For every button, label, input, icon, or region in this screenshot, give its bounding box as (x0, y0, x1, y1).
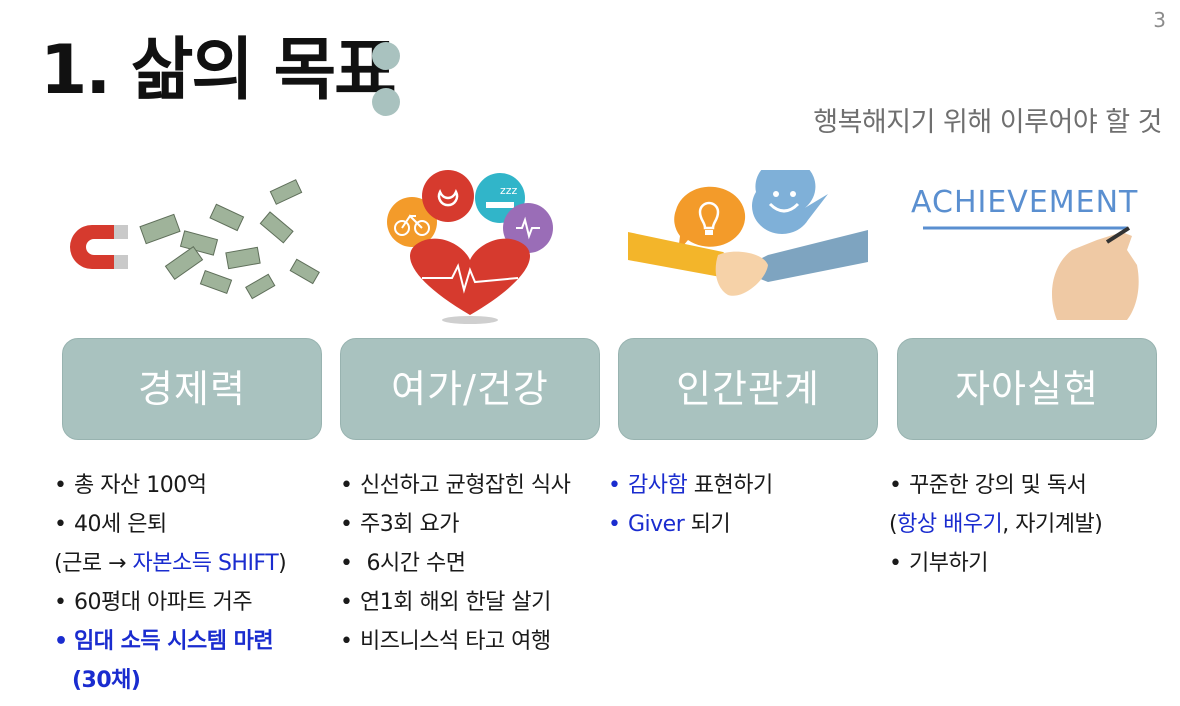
list-item: (근로 → 자본소득 SHIFT) (54, 551, 287, 576)
writing-hand-icon: ACHIEVEMENT (911, 185, 1139, 320)
dot-top (372, 42, 400, 70)
bullet-list-self-actualization: •꾸준한 강의 및 독서 (항상 배우기, 자기계발) •기부하기 (889, 466, 1157, 583)
speech-bubble-icon (674, 186, 746, 252)
bullet-list-relationships: •감사함 표현하기 •Giver 되기 (608, 466, 878, 544)
slide-subtitle: 행복해지기 위해 이루어야 할 것 (813, 107, 1162, 138)
category-box-economy: 경제력 (62, 338, 322, 440)
list-item: •60평대 아파트 거주 (54, 590, 253, 615)
list-item: •Giver 되기 (608, 512, 731, 537)
list-item: •40세 은퇴 (54, 512, 167, 537)
column-leisure-health: zzz 여가/건강 •신선하고 균형잡힌 식사 •주3회 요가 • 6시간 수면… (340, 170, 600, 661)
money-magnet-illustration (62, 170, 322, 325)
dot-bottom (372, 88, 400, 116)
svg-text:zzz: zzz (500, 184, 518, 197)
column-economy: 경제력 •총 자산 100억 •40세 은퇴 (근로 → 자본소득 SHIFT)… (54, 170, 322, 700)
list-item: •연1회 해외 한달 살기 (340, 590, 551, 615)
list-item: •기부하기 (889, 551, 988, 576)
list-item: •임대 소득 시스템 마련 (54, 629, 274, 654)
category-box-leisure-health: 여가/건강 (340, 338, 600, 440)
column-relationships: 인간관계 •감사함 표현하기 •Giver 되기 (608, 158, 878, 544)
lightbulb-icon (698, 201, 720, 230)
list-item: •꾸준한 강의 및 독서 (889, 473, 1087, 498)
achievement-illustration: ACHIEVEMENT (897, 170, 1157, 325)
achievement-text: ACHIEVEMENT (911, 185, 1138, 220)
column-self-actualization: ACHIEVEMENT 자아실현 •꾸준한 강의 및 독서 (항상 배우기, 자… (889, 170, 1157, 583)
category-box-relationships: 인간관계 (618, 338, 878, 440)
list-item: •신선하고 균형잡힌 식사 (340, 473, 571, 498)
magnet-icon (70, 179, 320, 300)
list-item: • 6시간 수면 (340, 551, 466, 576)
health-illustration: zzz (340, 170, 600, 325)
list-item: (30채) (72, 668, 141, 693)
list-item: •비즈니스석 타고 여행 (340, 629, 551, 654)
list-item: (항상 배우기, 자기계발) (889, 512, 1103, 537)
list-item: •총 자산 100억 (54, 473, 207, 498)
bullet-list-economy: •총 자산 100억 •40세 은퇴 (근로 → 자본소득 SHIFT) •60… (54, 466, 322, 700)
handshake-illustration (618, 158, 878, 325)
list-item: •감사함 표현하기 (608, 473, 773, 498)
heart-icon: zzz (387, 170, 553, 324)
list-item: •주3회 요가 (340, 512, 459, 537)
handshake-icon (628, 158, 868, 296)
apple-icon (422, 170, 474, 222)
bullet-list-leisure-health: •신선하고 균형잡힌 식사 •주3회 요가 • 6시간 수면 •연1회 해외 한… (340, 466, 600, 661)
category-box-self-actualization: 자아실현 (897, 338, 1157, 440)
page-number: 3 (1153, 8, 1166, 32)
slide-title: 1. 삶의 목표 (40, 31, 397, 110)
smiley-icon (751, 158, 828, 235)
title-dots-decoration (372, 42, 400, 134)
